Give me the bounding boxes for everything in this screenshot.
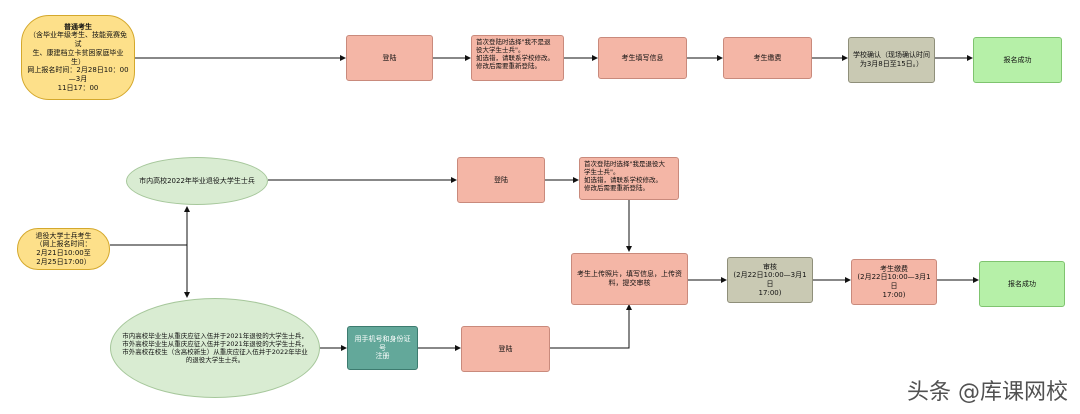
regular-candidate-detail: （含毕业年级考生、技能竞赛免试 生、康建档立卡贫困家庭毕业生） 网上报名时间：2…	[27, 31, 129, 92]
row2-review-box: 审核 (2月22日10:00—3月1日 17:00)	[727, 257, 813, 303]
watermark: 头条 @库课网校	[907, 380, 1068, 405]
veteran-candidate-start: 退役大学士兵考生 （网上报名时间： 2月21日10:00至 2月25日17:00…	[17, 228, 110, 270]
row2-upload-box: 考生上传照片，填写信息，上传资 料，提交审核	[571, 253, 688, 305]
row1-school-confirm-box: 学校确认（现场确认时间 为3月8日至15日。）	[848, 37, 935, 83]
regular-candidate-start: 普通考生 （含毕业年级考生、技能竞赛免试 生、康建档立卡贫困家庭毕业生） 网上报…	[21, 15, 135, 100]
row1-login-box: 登陆	[346, 35, 433, 81]
regular-candidate-title: 普通考生	[64, 22, 92, 31]
other-veterans-ellipse: 市内高校毕业生从重庆应征入伍并于2021年退役的大学生士兵， 市外高校毕业生从重…	[110, 298, 320, 398]
row2-login-bottom-box: 登陆	[461, 326, 550, 372]
row1-success-box: 报名成功	[973, 37, 1062, 83]
row2-note-box: 首次登陆时选择"我是退役大 学生士兵"。 如选错，请联系学校修改。 修改后需要重…	[579, 157, 679, 200]
row1-pay-box: 考生缴费	[723, 37, 812, 79]
row2-login-top-box: 登陆	[457, 157, 545, 203]
row1-fill-info-box: 考生填写信息	[598, 37, 687, 79]
row2-pay-box: 考生缴费 (2月22日10:00—3月1日 17:00)	[851, 259, 937, 305]
row2-success-box: 报名成功	[979, 261, 1065, 307]
city-graduate-veterans-ellipse: 市内高校2022年毕业退役大学生士兵	[126, 157, 268, 205]
row1-note-box: 首次登陆时选择"我不是退 役大学生士兵"。 如选错，请联系学校修改。 修改后需要…	[471, 35, 564, 81]
row2-register-box: 用手机号和身份证号 注册	[347, 326, 418, 370]
